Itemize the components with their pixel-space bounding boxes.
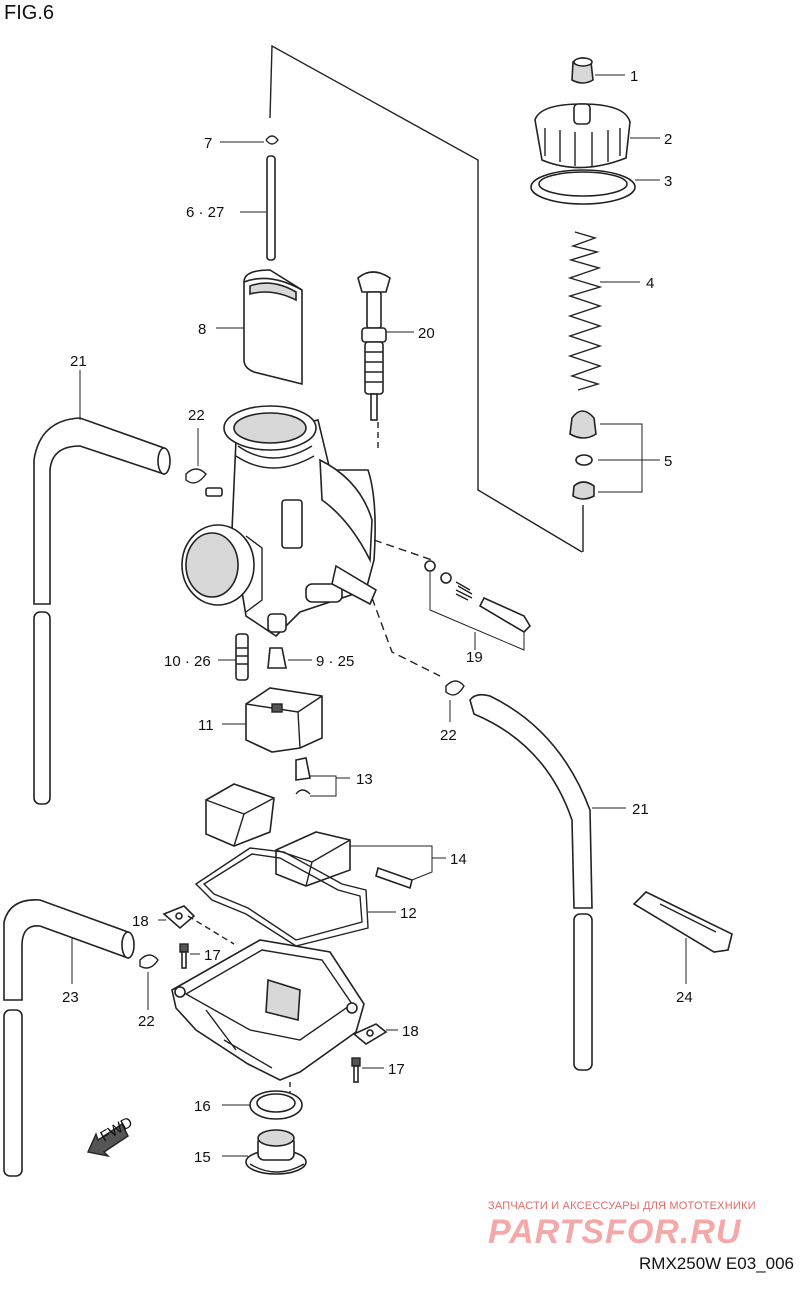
reference-line-top (269, 44, 583, 553)
part-4-spring (567, 231, 603, 391)
callout-15: 15 (194, 1149, 211, 1166)
part-19-pilot-screw-set (424, 560, 532, 634)
part-11-float-chamber-part (245, 687, 323, 753)
callout-6-27: 6 · 27 (186, 204, 224, 221)
callout-18-lower: 18 (402, 1023, 419, 1040)
callout-22-upper: 22 (188, 407, 205, 424)
part-21-vent-hose-right (469, 693, 593, 1071)
part-21-vent-hose-left (33, 417, 171, 805)
callout-3: 3 (664, 173, 672, 190)
part-15-drain-plug (245, 1129, 307, 1175)
figure-title: FIG.6 (4, 2, 55, 24)
part-14-float-right (275, 831, 351, 887)
part-16-o-ring (249, 1090, 303, 1120)
callout-13: 13 (356, 771, 373, 788)
float-bowl (171, 939, 365, 1081)
callout-22-lower: 22 (138, 1013, 155, 1030)
callout-19: 19 (466, 649, 483, 666)
callout-17-upper: 17 (204, 947, 221, 964)
callout-2: 2 (664, 131, 672, 148)
callout-4: 4 (646, 275, 654, 292)
part-2-top-cap (534, 103, 631, 169)
part-22-clamp-lower (139, 954, 159, 969)
part-5-needle-set (569, 410, 597, 500)
part-6-jet-needle (266, 155, 276, 261)
callout-14: 14 (450, 851, 467, 868)
part-18-clamp-upper (162, 905, 196, 930)
carburetor-body (181, 405, 378, 638)
callout-23: 23 (62, 989, 79, 1006)
part-23-vent-hose (3, 899, 135, 1177)
part-20-starter-plunger (357, 271, 391, 421)
callout-22-right: 22 (440, 727, 457, 744)
callout-11: 11 (198, 717, 214, 734)
callout-20: 20 (418, 325, 435, 342)
part-12-float-bowl-gasket (194, 847, 369, 947)
diagram-code: RMX250W E03_006 (639, 1254, 794, 1273)
callout-17-lower: 17 (388, 1061, 405, 1078)
part-10-main-jet (235, 633, 249, 681)
callout-7: 7 (204, 135, 212, 152)
part-22-clamp-right (445, 680, 465, 696)
callout-16: 16 (194, 1098, 211, 1115)
fwd-arrow-icon: FWD (87, 1114, 136, 1158)
callout-24: 24 (676, 989, 693, 1006)
callout-18-upper: 18 (132, 913, 149, 930)
part-24-bracket (632, 891, 733, 953)
callout-8: 8 (198, 321, 206, 338)
callout-21-right: 21 (632, 801, 649, 818)
part-7-e-clip (265, 135, 279, 145)
part-14-float-left (205, 783, 275, 847)
callout-21-left: 21 (70, 353, 87, 370)
part-3-gasket (530, 169, 636, 205)
part-8-throttle-valve (243, 269, 303, 386)
callout-5: 5 (664, 453, 672, 470)
callout-10-26: 10 · 26 (164, 653, 211, 670)
part-18-clamp-lower (352, 1023, 388, 1045)
callout-9-25: 9 · 25 (316, 653, 354, 670)
part-14-float-pin (375, 866, 413, 890)
callout-1: 1 (630, 68, 638, 85)
watermark-logo: PARTSFOR.RU (488, 1213, 742, 1251)
part-13-float-valve (295, 757, 311, 795)
watermark-tagline: ЗАПЧАСТИ И АКСЕССУАРЫ ДЛЯ МОТОТЕХНИКИ (488, 1200, 756, 1212)
part-1-cap-nut (571, 57, 594, 84)
part-17-screw-upper (179, 943, 189, 969)
part-22-clamp-upper (185, 468, 207, 484)
part-9-needle-jet (267, 647, 287, 669)
callout-12: 12 (400, 905, 417, 922)
part-17-screw-lower (351, 1057, 361, 1083)
